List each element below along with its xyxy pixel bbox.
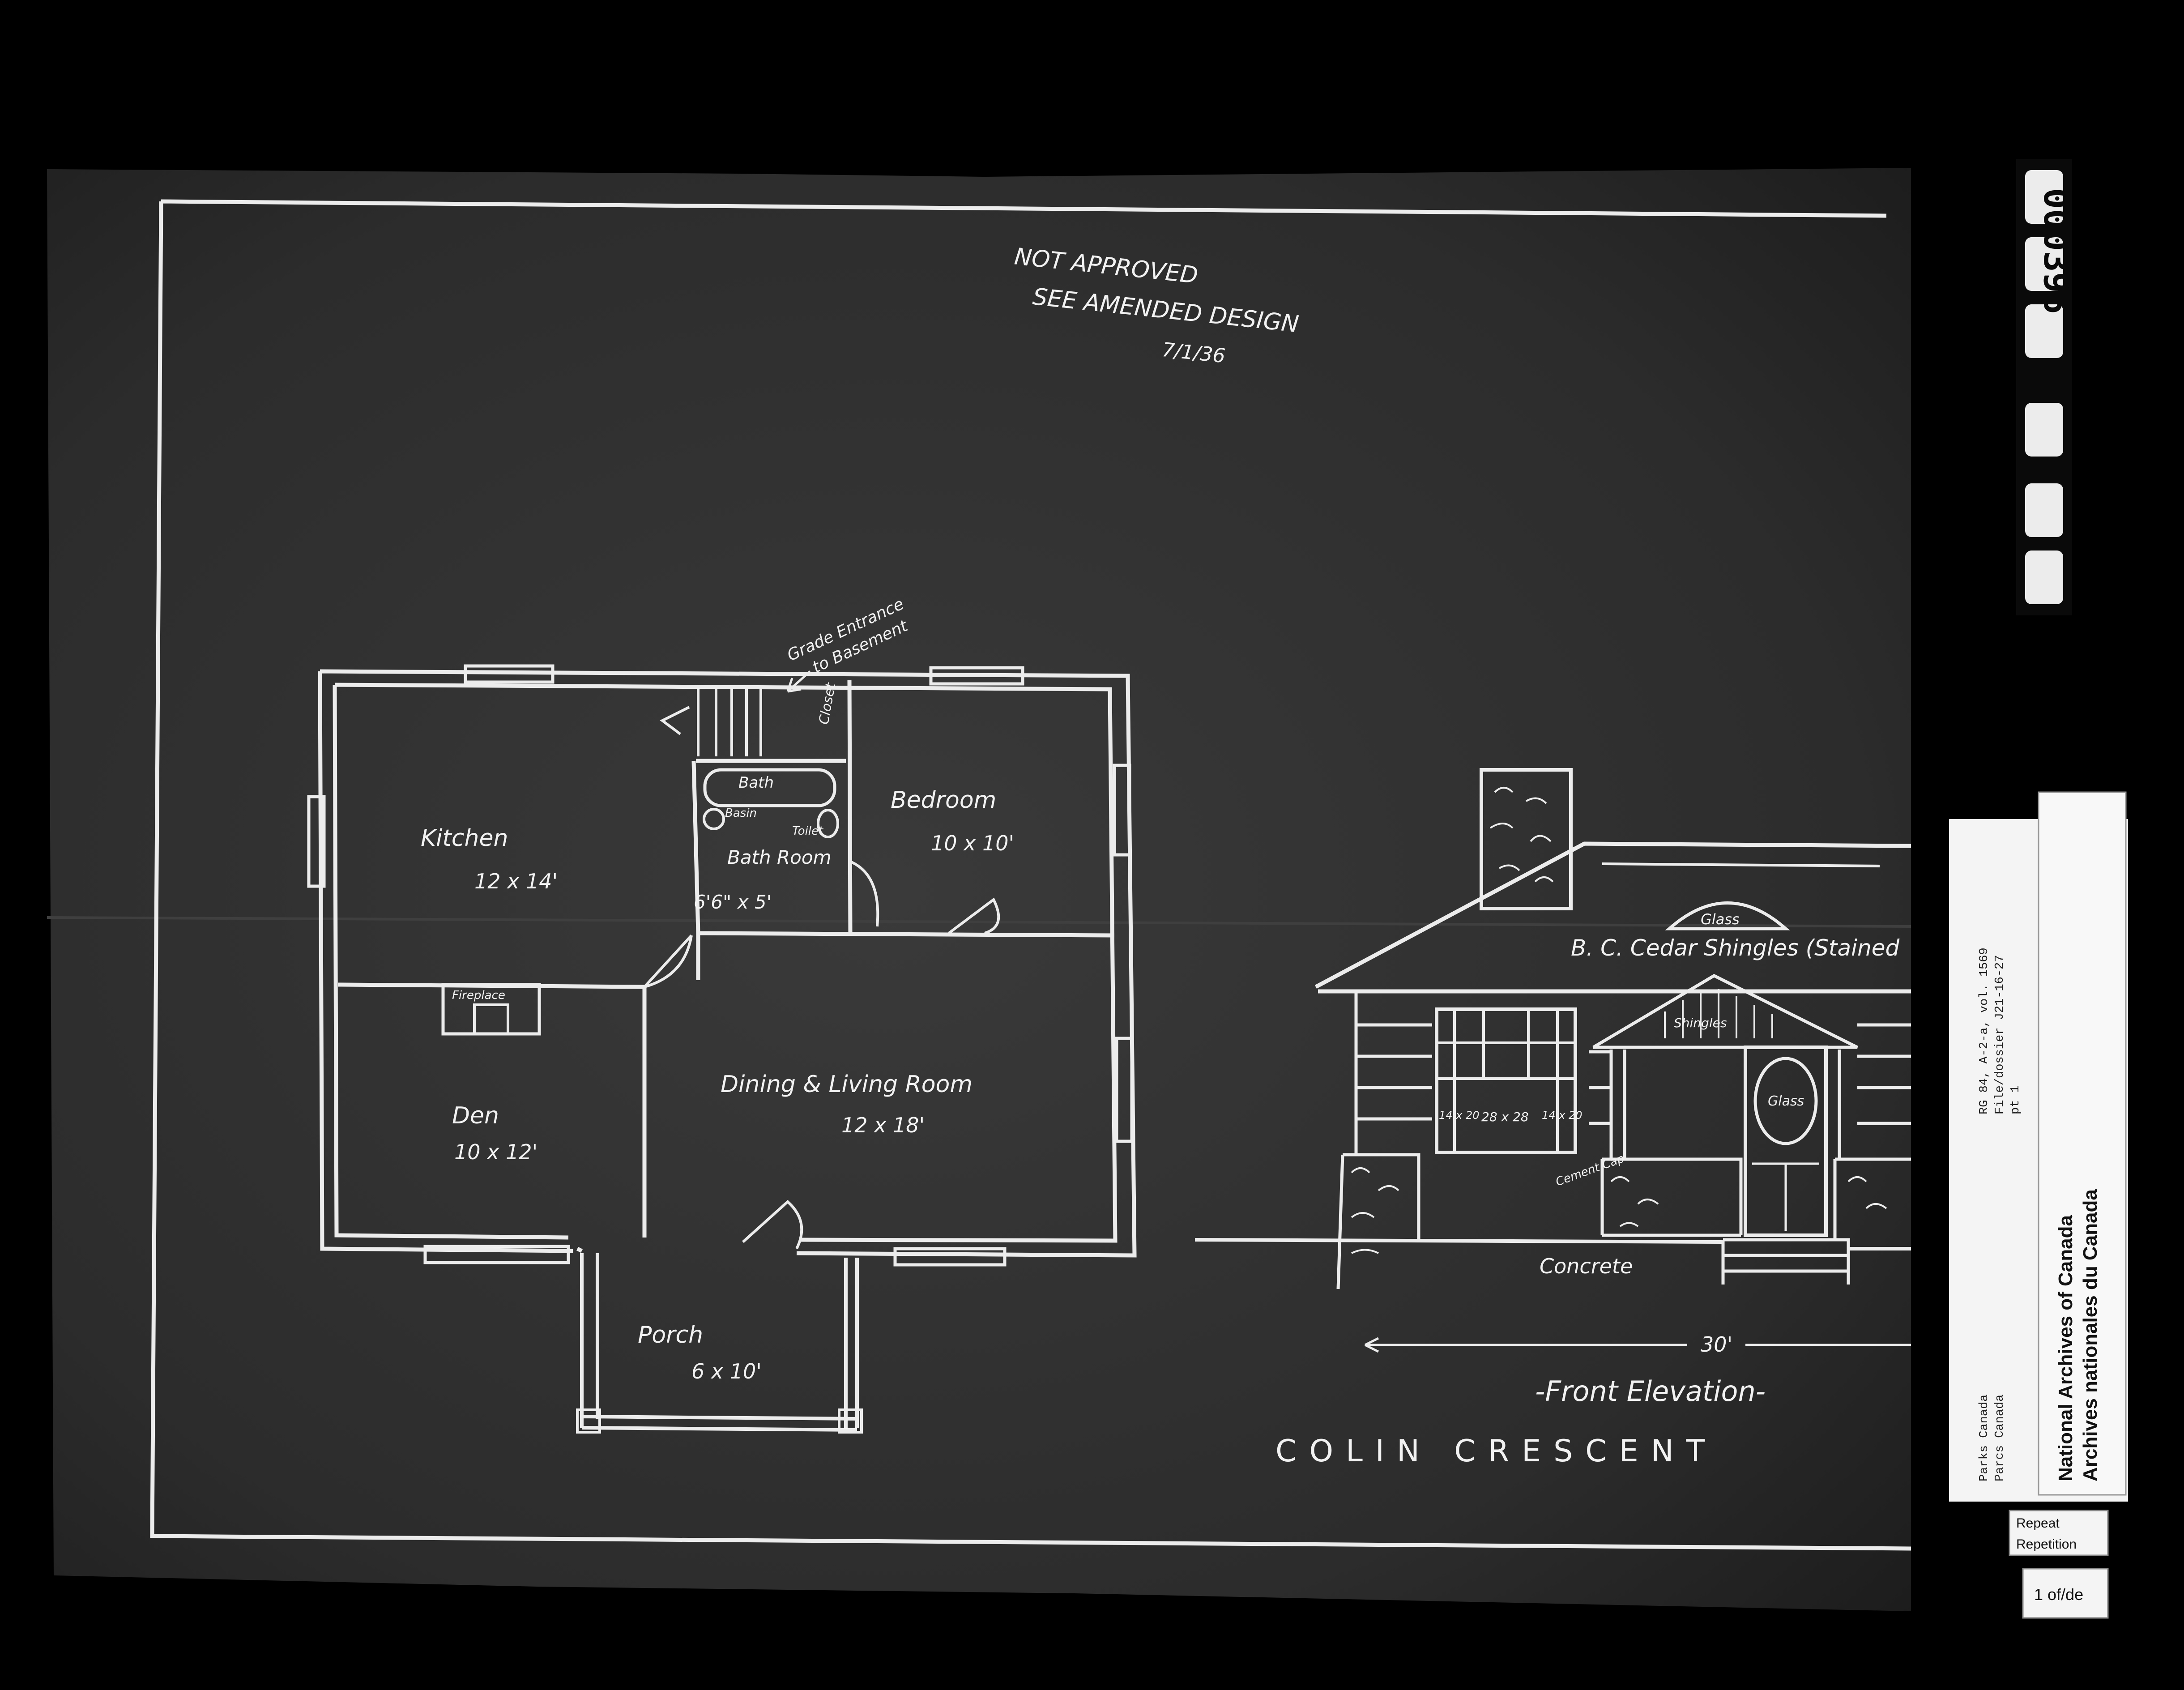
porch-gable	[1592, 974, 1858, 1049]
repeat-label: Repeat Repetition	[2009, 1510, 2109, 1556]
door-panels	[1752, 1162, 1819, 1231]
repeat-line2: Repetition	[2016, 1537, 2077, 1552]
kitchen-size: 12 x 14'	[474, 869, 558, 893]
width-dimension	[1364, 1337, 1911, 1353]
door-swings	[643, 860, 1000, 1250]
windows	[307, 664, 1134, 1267]
repeat-line1: Repeat	[2016, 1516, 2060, 1531]
window-size-right: 14 x 20	[1542, 1109, 1583, 1122]
exterior-wall-inner	[333, 683, 1118, 1243]
fireplace-label: Fireplace	[452, 989, 505, 1002]
drawing-border	[150, 199, 1911, 1551]
porch-outline	[580, 1253, 859, 1432]
archive-ref-line2: File/dossier J21-16-27	[1993, 955, 2007, 1114]
dining-size: 12 x 18'	[841, 1113, 925, 1137]
archive-source-en: Parks Canada	[1978, 1395, 1991, 1481]
roof	[1314, 841, 1911, 994]
page-label: 1 of/de	[2022, 1568, 2109, 1619]
shingles-label: B. C. Cedar Shingles (Stained	[1571, 935, 1899, 961]
stone-base	[1336, 1153, 1911, 1289]
den-name: Den	[452, 1102, 499, 1129]
archive-ref-line3: pt 1	[2009, 1085, 2022, 1114]
archive-ref-line1: RG 84, A-2-a, vol. 1569	[1978, 947, 1991, 1114]
bathroom-name: Bath Room	[727, 846, 831, 868]
bath-tub	[703, 768, 836, 807]
front-steps	[1721, 1238, 1850, 1285]
bedroom-size: 10 x 10'	[931, 831, 1014, 855]
ridge-line	[1602, 862, 1880, 867]
gable-shingles-label: Shingles	[1674, 1016, 1727, 1030]
den-size: 10 x 12'	[454, 1140, 537, 1164]
door-glass	[1753, 1057, 1818, 1145]
archive-org-en: National Archives of Canada	[2055, 1215, 2077, 1481]
basin	[703, 808, 725, 830]
frame-counter-text: 000396	[2036, 188, 2076, 314]
front-elevation: Glass B. C. Cedar Shingles (Stained 14 x…	[1194, 768, 1911, 1469]
front-window-muntins	[1437, 1009, 1575, 1152]
porch-post-left	[576, 1408, 601, 1434]
gable-shingles	[1664, 989, 1773, 1038]
exterior-wall	[318, 669, 1137, 1258]
fireplace-hearth	[473, 1003, 509, 1035]
bath-tub-label: Bath	[738, 774, 774, 792]
porch-post-right	[838, 1408, 863, 1434]
kitchen-name: Kitchen	[421, 825, 508, 852]
dormer-window	[1665, 901, 1790, 930]
toilet	[817, 809, 839, 838]
porch-size: 6 x 10'	[691, 1359, 762, 1383]
front-window	[1435, 1007, 1577, 1154]
toilet-label: Toilet	[792, 824, 823, 838]
width-dimension-label: 30'	[1701, 1332, 1732, 1357]
fold-line	[47, 916, 1911, 928]
frame-counter: 000396	[2016, 159, 2076, 615]
window-size-left: 14 x 20	[1439, 1109, 1480, 1122]
bedroom-name: Bedroom	[891, 787, 996, 814]
page-label-text: 1 of/de	[2034, 1585, 2083, 1604]
chimney-stones	[1489, 787, 1554, 883]
project-title: COLIN CRESCENT	[1275, 1434, 1717, 1469]
dining-name: Dining & Living Room	[721, 1071, 973, 1098]
chimney	[1480, 768, 1573, 910]
grade-entrance-arrow	[786, 670, 811, 693]
grade-line	[1194, 1238, 1911, 1250]
basin-label: Basin	[725, 807, 757, 820]
archive-org-fr: Archives nationales du Canada	[2079, 1189, 2101, 1481]
dormer-glass-label: Glass	[1701, 911, 1740, 928]
stairs	[660, 689, 762, 756]
stone-pattern	[1351, 1167, 1887, 1254]
front-door	[1744, 1046, 1828, 1237]
archive-label: National Archives of Canada Archives nat…	[1949, 791, 2128, 1502]
elevation-title: -Front Elevation-	[1535, 1375, 1766, 1408]
concrete-label: Concrete	[1540, 1254, 1633, 1278]
porch-name: Porch	[638, 1322, 703, 1349]
window-size-center: 28 x 28	[1481, 1110, 1529, 1124]
archive-source-fr: Parcs Canada	[1993, 1395, 2007, 1481]
bathroom-size: 6'6" x 5'	[694, 891, 772, 913]
porch-columns	[1609, 1050, 1841, 1159]
siding-lines	[1354, 991, 1911, 1155]
door-glass-label: Glass	[1768, 1093, 1804, 1109]
